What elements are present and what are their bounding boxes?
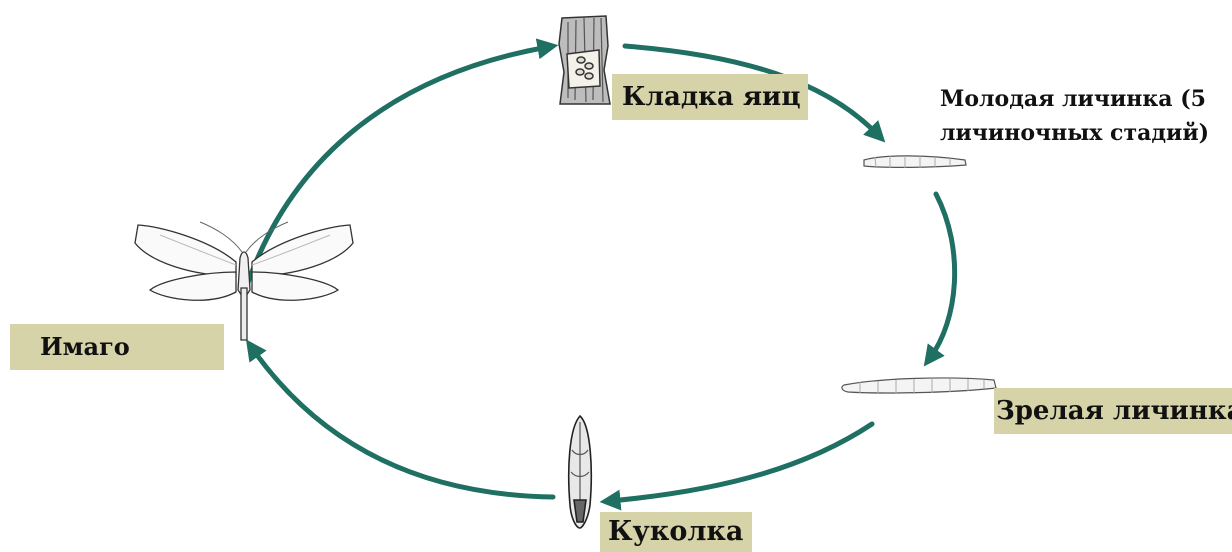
stage-label-pupa: Куколка [600, 512, 752, 552]
bark-with-eggs-icon [558, 15, 611, 105]
stage-label-young-larva: Молодая личинка (5 личиночных стадий) [940, 86, 1210, 146]
arrow-egg-to-young-larva [622, 43, 886, 143]
pupa-icon [567, 414, 593, 529]
arrow-pupa-to-imago [245, 339, 556, 500]
arrow-young-to-mature-larva [923, 191, 958, 367]
moth-icon [134, 221, 354, 341]
cycle-arrows [243, 38, 958, 511]
stage-label-imago: Имаго [10, 324, 224, 370]
stage-label-egg-laying: Кладка яиц [612, 74, 808, 120]
large-larva-icon [841, 377, 997, 394]
arrow-imago-to-egg [243, 38, 559, 291]
arrow-mature-larva-to-pupa [599, 421, 875, 511]
small-larva-icon [863, 155, 967, 168]
stage-label-mature-larva: Зрелая личинка [994, 388, 1232, 434]
